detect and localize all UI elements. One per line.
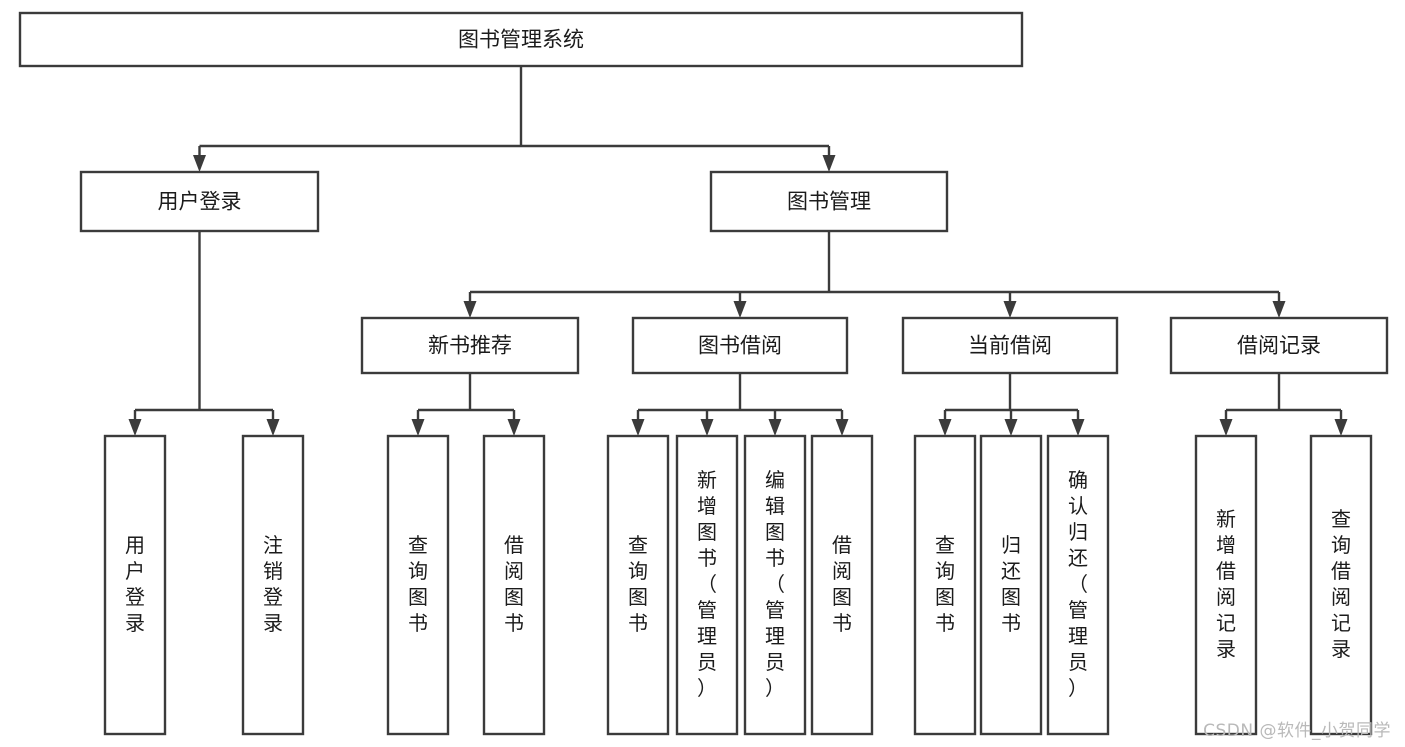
node-box <box>241 434 305 736</box>
arrow-head-icon <box>1272 301 1286 318</box>
node-book-manage[interactable]: 图书管理 <box>709 170 949 233</box>
arrow-head-icon <box>1219 419 1233 436</box>
node-box <box>675 434 739 736</box>
node-label: 图书借阅 <box>698 334 782 358</box>
node-box <box>103 434 167 736</box>
node-leaf-cb-query[interactable]: 查询图书 <box>913 434 977 736</box>
node-box <box>979 434 1043 736</box>
node-box <box>743 434 807 736</box>
node-label: 归还图书 <box>1001 533 1021 635</box>
arrow-head-icon <box>768 419 782 436</box>
node-box <box>79 170 320 233</box>
node-label: 借阅记录 <box>1237 334 1321 358</box>
node-box <box>1046 434 1110 736</box>
node-label: 新增图书（管理员） <box>697 468 717 700</box>
node-label: 编辑图书（管理员） <box>765 468 785 700</box>
arrow-head-icon <box>463 301 477 318</box>
arrow-head-icon <box>938 419 952 436</box>
node-leaf-cb-confirm[interactable]: 确认归还（管理员） <box>1046 434 1110 736</box>
node-leaf-user-login[interactable]: 用户登录 <box>103 434 167 736</box>
watermark-text: CSDN @软件_小贺同学 <box>1203 721 1391 741</box>
arrow-head-icon <box>1003 301 1017 318</box>
node-leaf-br-query[interactable]: 查询借阅记录 <box>1309 434 1373 736</box>
node-leaf-bb-query[interactable]: 查询图书 <box>606 434 670 736</box>
node-box <box>18 11 1024 68</box>
node-box <box>913 434 977 736</box>
arrow-head-icon <box>411 419 425 436</box>
arrow-head-icon <box>822 155 836 172</box>
node-label: 查询借阅记录 <box>1331 507 1351 661</box>
arrow-head-icon <box>733 301 747 318</box>
node-box <box>709 170 949 233</box>
node-leaf-user-logout[interactable]: 注销登录 <box>241 434 305 736</box>
node-current-borrow[interactable]: 当前借阅 <box>901 316 1119 375</box>
arrow-head-icon <box>631 419 645 436</box>
node-leaf-br-add[interactable]: 新增借阅记录 <box>1194 434 1258 736</box>
edge-layer <box>128 66 1348 436</box>
node-label: 查询图书 <box>628 533 648 635</box>
edge-group-user-login <box>128 231 280 436</box>
arrow-head-icon <box>1334 419 1348 436</box>
node-root[interactable]: 图书管理系统 <box>18 11 1024 68</box>
node-leaf-bb-edit[interactable]: 编辑图书（管理员） <box>743 434 807 736</box>
node-label: 新增借阅记录 <box>1216 507 1236 661</box>
node-box <box>1309 434 1373 736</box>
node-label: 新书推荐 <box>428 334 512 358</box>
edge-group-root <box>193 66 836 172</box>
node-box <box>901 316 1119 375</box>
node-box <box>360 316 580 375</box>
edge-group-book-borrow <box>631 373 849 436</box>
arrow-head-icon <box>193 155 206 172</box>
node-box <box>810 434 874 736</box>
node-box <box>1169 316 1389 375</box>
node-leaf-bb-add[interactable]: 新增图书（管理员） <box>675 434 739 736</box>
node-leaf-rec-query[interactable]: 查询图书 <box>386 434 450 736</box>
node-box <box>1194 434 1258 736</box>
node-box <box>386 434 450 736</box>
node-label: 当前借阅 <box>968 334 1052 358</box>
node-box <box>631 316 849 375</box>
node-box <box>482 434 546 736</box>
arrow-head-icon <box>1071 419 1085 436</box>
arrow-head-icon <box>266 419 280 436</box>
arrow-head-icon <box>507 419 521 436</box>
node-layer: 图书管理系统用户登录图书管理新书推荐图书借阅当前借阅借阅记录用户登录注销登录查询… <box>18 11 1389 736</box>
edge-group-new-book-rec <box>411 373 521 436</box>
node-label: 图书管理 <box>787 190 871 214</box>
node-new-book-rec[interactable]: 新书推荐 <box>360 316 580 375</box>
node-user-login[interactable]: 用户登录 <box>79 170 320 233</box>
node-label: 图书管理系统 <box>458 28 584 52</box>
node-label: 用户登录 <box>158 190 242 214</box>
edge-group-book-manage <box>463 231 1286 318</box>
arrow-head-icon <box>700 419 714 436</box>
node-label: 借阅图书 <box>504 533 524 635</box>
node-label: 注销登录 <box>263 533 283 635</box>
node-leaf-bb-borrow[interactable]: 借阅图书 <box>810 434 874 736</box>
edge-group-borrow-record <box>1219 373 1348 436</box>
arrow-head-icon <box>1004 419 1018 436</box>
arrow-head-icon <box>128 419 142 436</box>
node-label: 查询图书 <box>935 533 955 635</box>
arrow-head-icon <box>835 419 849 436</box>
node-borrow-record[interactable]: 借阅记录 <box>1169 316 1389 375</box>
node-label: 查询图书 <box>408 533 428 635</box>
edge-group-current-borrow <box>938 373 1085 436</box>
node-label: 确认归还（管理员） <box>1068 468 1088 700</box>
node-label: 借阅图书 <box>832 533 852 635</box>
node-label: 用户登录 <box>125 533 145 635</box>
node-book-borrow[interactable]: 图书借阅 <box>631 316 849 375</box>
node-box <box>606 434 670 736</box>
node-leaf-cb-return[interactable]: 归还图书 <box>979 434 1043 736</box>
node-leaf-rec-borrow[interactable]: 借阅图书 <box>482 434 546 736</box>
